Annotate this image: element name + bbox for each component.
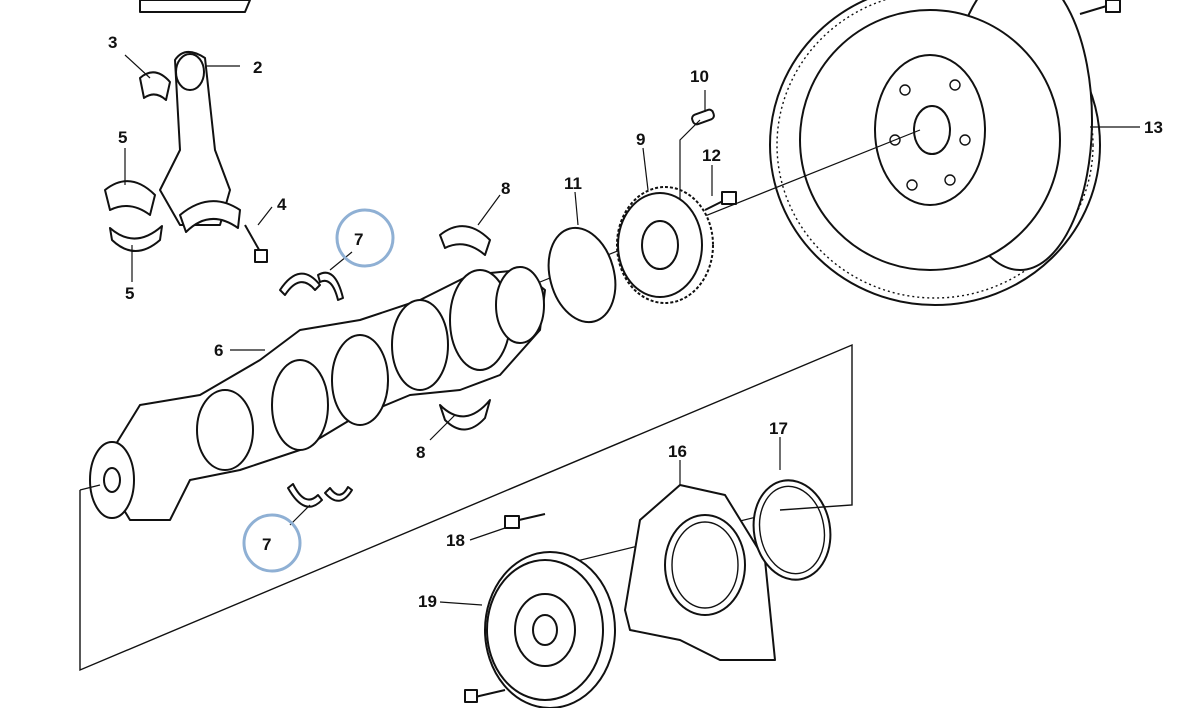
callout-9: 9 bbox=[636, 130, 645, 149]
crankshaft-gear bbox=[616, 186, 714, 304]
callout-4: 4 bbox=[277, 195, 287, 214]
leader-lines bbox=[124, 54, 1140, 606]
o-ring bbox=[547, 226, 617, 324]
callout-13: 13 bbox=[1144, 118, 1163, 137]
gear-bolt bbox=[704, 191, 737, 211]
callout-7: 7 bbox=[354, 230, 363, 249]
callout-7: 7 bbox=[262, 535, 271, 554]
group-bracket bbox=[79, 343, 853, 672]
highlight-ring bbox=[242, 513, 302, 573]
rod-bolt bbox=[244, 224, 268, 263]
connecting-rod bbox=[139, 0, 251, 226]
damper-pulley bbox=[464, 551, 616, 708]
callout-5: 5 bbox=[125, 284, 134, 303]
callout-10: 10 bbox=[690, 67, 709, 86]
callout-8: 8 bbox=[416, 443, 425, 462]
flywheel-bolt bbox=[1079, 0, 1121, 15]
callout-12: 12 bbox=[702, 146, 721, 165]
callout-16: 16 bbox=[668, 442, 687, 461]
crankshaft bbox=[89, 266, 546, 521]
rear-seal-housing bbox=[624, 484, 776, 661]
callout-19: 19 bbox=[418, 592, 437, 611]
callout-8: 8 bbox=[501, 179, 510, 198]
callout-17: 17 bbox=[769, 419, 788, 438]
callout-labels: 2 3 4 5 5 6 7 7 8 8 9 10 11 12 13 16 17 … bbox=[108, 33, 1163, 611]
flywheel bbox=[769, 0, 1101, 306]
callout-5: 5 bbox=[118, 128, 127, 147]
dowel-pin bbox=[691, 108, 715, 126]
bearing-shells bbox=[104, 71, 491, 431]
seal-ring bbox=[752, 479, 832, 581]
callout-6: 6 bbox=[214, 341, 223, 360]
thrust-washers bbox=[279, 271, 353, 508]
callout-11: 11 bbox=[564, 174, 582, 193]
callout-3: 3 bbox=[108, 33, 117, 52]
callout-18: 18 bbox=[446, 531, 465, 550]
callout-2: 2 bbox=[253, 58, 262, 77]
seal-bolt bbox=[504, 513, 546, 529]
highlight-ring bbox=[335, 208, 395, 268]
